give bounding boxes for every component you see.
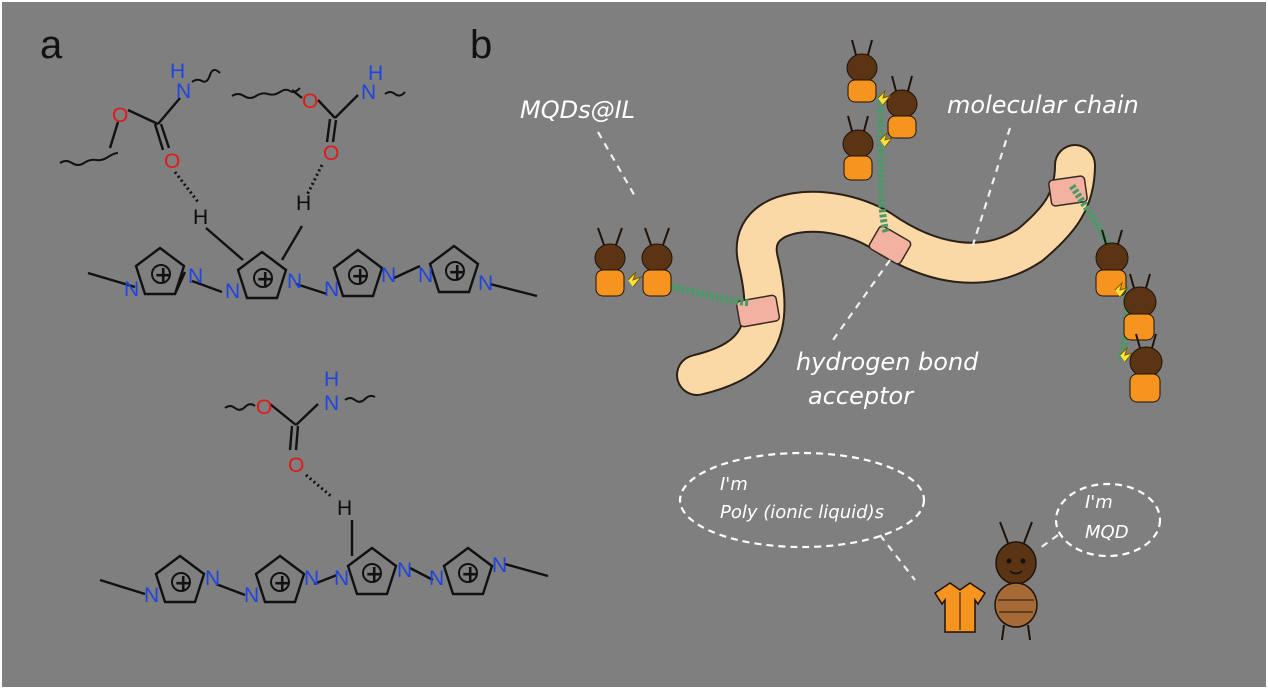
svg-text:+: + <box>461 562 479 587</box>
shirt-icon <box>933 582 987 633</box>
svg-text:N: N <box>144 584 159 607</box>
svg-text:N: N <box>397 559 412 582</box>
svg-text:H: H <box>193 206 208 229</box>
svg-text:O: O <box>302 90 318 113</box>
svg-text:N: N <box>361 81 376 104</box>
imidazolium-chain-lower: N N N N N N N N + + + + <box>99 520 549 607</box>
panel-label-b: b <box>470 23 492 67</box>
svg-text:N: N <box>176 80 191 103</box>
speech-bubble-mqd: I'm MQD <box>1039 482 1162 558</box>
svg-text:N: N <box>429 567 444 590</box>
svg-text:O: O <box>256 396 272 419</box>
ant-mqd <box>994 521 1038 641</box>
carbamate-group-right: O N H O H <box>231 62 406 215</box>
svg-text:N: N <box>188 265 203 288</box>
svg-text:N: N <box>381 264 396 287</box>
svg-text:N: N <box>287 270 302 293</box>
svg-text:N: N <box>492 554 507 577</box>
label-hbond-line2: acceptor <box>808 382 915 410</box>
svg-text:+: + <box>448 260 466 285</box>
svg-text:O: O <box>164 150 180 173</box>
svg-text:+: + <box>273 571 291 596</box>
bubble-pil-line1: I'm <box>720 474 748 495</box>
svg-text:+: + <box>154 263 172 288</box>
svg-text:N: N <box>418 264 433 287</box>
svg-text:+: + <box>256 267 274 292</box>
svg-text:+: + <box>365 562 383 587</box>
svg-text:+: + <box>174 571 192 596</box>
svg-text:O: O <box>288 454 304 477</box>
svg-text:H: H <box>170 60 185 83</box>
svg-text:H: H <box>337 497 352 520</box>
svg-text:N: N <box>324 278 339 301</box>
svg-text:N: N <box>205 567 220 590</box>
label-molecular-chain: molecular chain <box>947 91 1139 119</box>
bubble-mqd-line1: I'm <box>1085 492 1113 513</box>
svg-text:N: N <box>244 584 259 607</box>
ant-group-left <box>594 227 673 297</box>
ant-group-top <box>842 39 918 181</box>
leader-lines <box>597 127 1012 341</box>
label-hbond-line1: hydrogen bond <box>796 348 979 376</box>
svg-text:N: N <box>324 392 339 415</box>
svg-text:H: H <box>296 192 311 215</box>
speech-bubble-pil: I'm Poly (ionic liquid)s <box>678 451 926 581</box>
svg-text:N: N <box>304 567 319 590</box>
ant-group-right <box>1095 229 1163 403</box>
bubble-mqd-line2: MQD <box>1085 522 1129 543</box>
svg-text:N: N <box>334 567 349 590</box>
svg-text:O: O <box>112 104 128 127</box>
svg-text:N: N <box>225 280 240 303</box>
bubble-pil-line2: Poly (ionic liquid)s <box>720 502 884 523</box>
panel-label-a: a <box>40 23 63 67</box>
label-mqds-il: MQDs@IL <box>520 96 635 124</box>
svg-text:H: H <box>368 62 383 85</box>
svg-text:N: N <box>124 278 139 301</box>
svg-text:N: N <box>478 272 493 295</box>
imidazolium-chain-upper: N N N N N N N N + + + + <box>87 225 538 303</box>
carbamate-group-left: O N H O H <box>59 60 221 229</box>
svg-text:O: O <box>323 142 339 165</box>
svg-text:+: + <box>351 264 369 289</box>
carbamate-group-lower: O N H O H <box>224 368 376 520</box>
svg-text:H: H <box>324 368 339 391</box>
